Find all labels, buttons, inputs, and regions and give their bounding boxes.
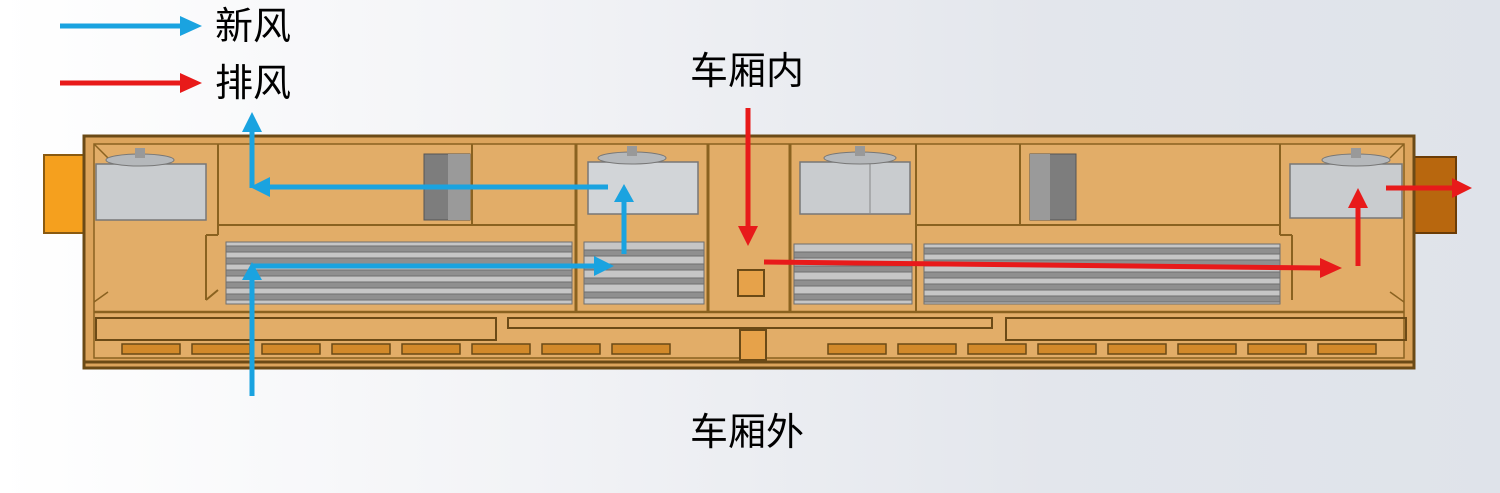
- fan-unit-left: [95, 148, 207, 221]
- fresh-air-legend-label: 新风: [215, 4, 292, 48]
- exhaust-air-through-coil: [763, 259, 1323, 271]
- base-rail: [95, 317, 1407, 361]
- exhaust-air-flow-arrows: [738, 108, 1472, 278]
- coil-mid-left: [583, 241, 705, 305]
- coil-mid-right: [793, 243, 913, 305]
- right-port: [1411, 156, 1457, 234]
- fan-unit-right: [1289, 148, 1403, 219]
- left-port: [43, 154, 87, 234]
- exhaust-air-legend-arrow-icon: [60, 73, 202, 93]
- fresh-air-flow-arrows: [242, 112, 634, 396]
- cabin-inside-label: 车厢内: [690, 49, 805, 93]
- coil-right: [923, 243, 1281, 305]
- cabin-outside-label: 车厢外: [690, 410, 805, 454]
- fan-unit-mid-right: [799, 146, 911, 215]
- exhaust-air-legend-label: 排风: [215, 61, 292, 105]
- coil-left: [225, 241, 573, 305]
- return-air-box: [737, 269, 765, 297]
- compressor-right-inner: [1030, 154, 1050, 220]
- fresh-air-legend-arrow-icon: [60, 16, 202, 36]
